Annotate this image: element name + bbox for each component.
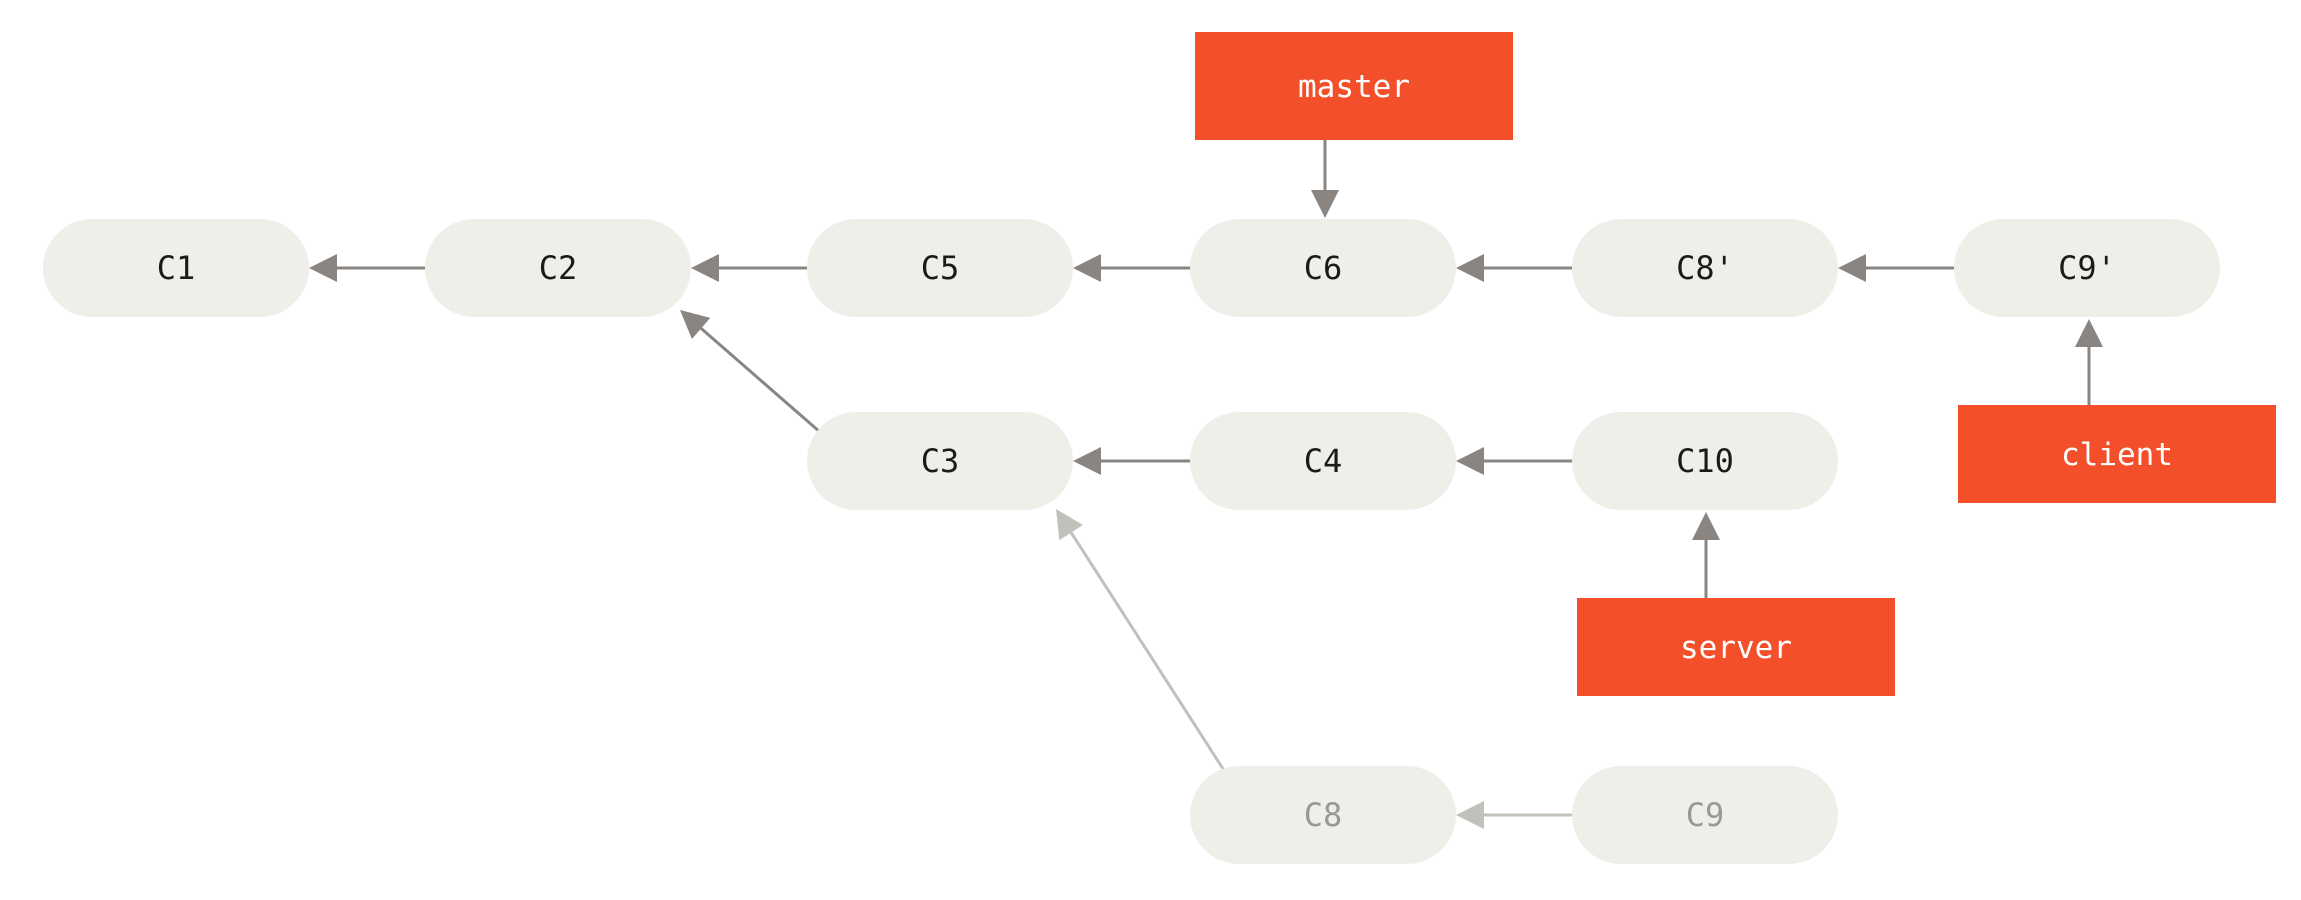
commit-pill bbox=[1190, 766, 1456, 864]
edge-c8-to-c3-head bbox=[1056, 509, 1083, 541]
branch-pointer-master-head bbox=[1311, 190, 1339, 218]
edge-c9-to-c8-head bbox=[1456, 801, 1484, 829]
commit-node-c9p: C9' bbox=[1954, 219, 2220, 317]
edge-c10-to-c4-head bbox=[1456, 447, 1484, 475]
commit-node-c6: C6 bbox=[1190, 219, 1456, 317]
commit-pill bbox=[1190, 219, 1456, 317]
branch-label: server bbox=[1680, 630, 1792, 666]
branch-pointer-server bbox=[1692, 512, 1720, 598]
branch-label: master bbox=[1298, 69, 1410, 105]
commit-label: C4 bbox=[1304, 442, 1343, 480]
commit-pill bbox=[425, 219, 691, 317]
edge-c4-to-c3-head bbox=[1073, 447, 1101, 475]
commit-label: C5 bbox=[921, 249, 960, 287]
commit-node-c8: C8 bbox=[1190, 766, 1456, 864]
edge-c3-to-c2-line bbox=[697, 324, 821, 434]
commit-pill bbox=[807, 412, 1073, 510]
edge-c3-to-c2-head bbox=[680, 310, 711, 339]
commit-node-c5: C5 bbox=[807, 219, 1073, 317]
commit-label: C9 bbox=[1686, 796, 1725, 834]
edge-c8-to-c3 bbox=[1056, 509, 1229, 776]
commit-label: C10 bbox=[1676, 442, 1734, 480]
edge-c9-to-c8 bbox=[1456, 801, 1572, 829]
branches-layer: master client server bbox=[1195, 32, 2276, 696]
branch-pointer-master bbox=[1311, 140, 1339, 218]
commit-label: C8' bbox=[1676, 249, 1734, 287]
branch-box bbox=[1577, 598, 1895, 696]
edge-c2-to-c1-head bbox=[309, 254, 337, 282]
edge-c4-to-c3 bbox=[1073, 447, 1190, 475]
branch-master: master bbox=[1195, 32, 1513, 140]
commit-node-c1: C1 bbox=[43, 219, 309, 317]
commit-node-c9: C9 bbox=[1572, 766, 1838, 864]
edge-c10-to-c4 bbox=[1456, 447, 1572, 475]
edge-c9p-to-c8p bbox=[1838, 254, 1954, 282]
branch-client: client bbox=[1958, 405, 2276, 503]
commit-pill bbox=[807, 219, 1073, 317]
edge-c6-to-c5 bbox=[1073, 254, 1190, 282]
edge-c5-to-c2-head bbox=[691, 254, 719, 282]
edges-layer bbox=[309, 254, 1954, 829]
commit-node-c10: C10 bbox=[1572, 412, 1838, 510]
branch-pointer-server-head bbox=[1692, 512, 1720, 540]
commit-label: C9' bbox=[2058, 249, 2116, 287]
branch-server: server bbox=[1577, 598, 1895, 696]
edge-c8-to-c3-line bbox=[1067, 528, 1229, 776]
edge-c9p-to-c8p-head bbox=[1838, 254, 1866, 282]
commit-node-c4: C4 bbox=[1190, 412, 1456, 510]
branch-label: client bbox=[2061, 437, 2173, 473]
commit-pill bbox=[1954, 219, 2220, 317]
commit-node-c8p: C8' bbox=[1572, 219, 1838, 317]
commit-node-c2: C2 bbox=[425, 219, 691, 317]
edge-c3-to-c2 bbox=[680, 310, 821, 434]
edge-c2-to-c1 bbox=[309, 254, 425, 282]
edge-c8p-to-c6-head bbox=[1456, 254, 1484, 282]
commit-pill bbox=[1190, 412, 1456, 510]
branch-box bbox=[1958, 405, 2276, 503]
commit-pill bbox=[1572, 412, 1838, 510]
commit-label: C6 bbox=[1304, 249, 1343, 287]
commit-pill bbox=[1572, 219, 1838, 317]
edge-c5-to-c2 bbox=[691, 254, 807, 282]
commit-label: C1 bbox=[157, 249, 196, 287]
commit-label: C2 bbox=[539, 249, 578, 287]
branch-pointer-client-head bbox=[2075, 319, 2103, 347]
commit-label: C8 bbox=[1304, 796, 1343, 834]
commit-pill bbox=[43, 219, 309, 317]
branch-pointer-client bbox=[2075, 319, 2103, 405]
commit-node-c3: C3 bbox=[807, 412, 1073, 510]
commit-label: C3 bbox=[921, 442, 960, 480]
commit-pill bbox=[1572, 766, 1838, 864]
edge-c8p-to-c6 bbox=[1456, 254, 1572, 282]
branch-box bbox=[1195, 32, 1513, 140]
edge-c6-to-c5-head bbox=[1073, 254, 1101, 282]
